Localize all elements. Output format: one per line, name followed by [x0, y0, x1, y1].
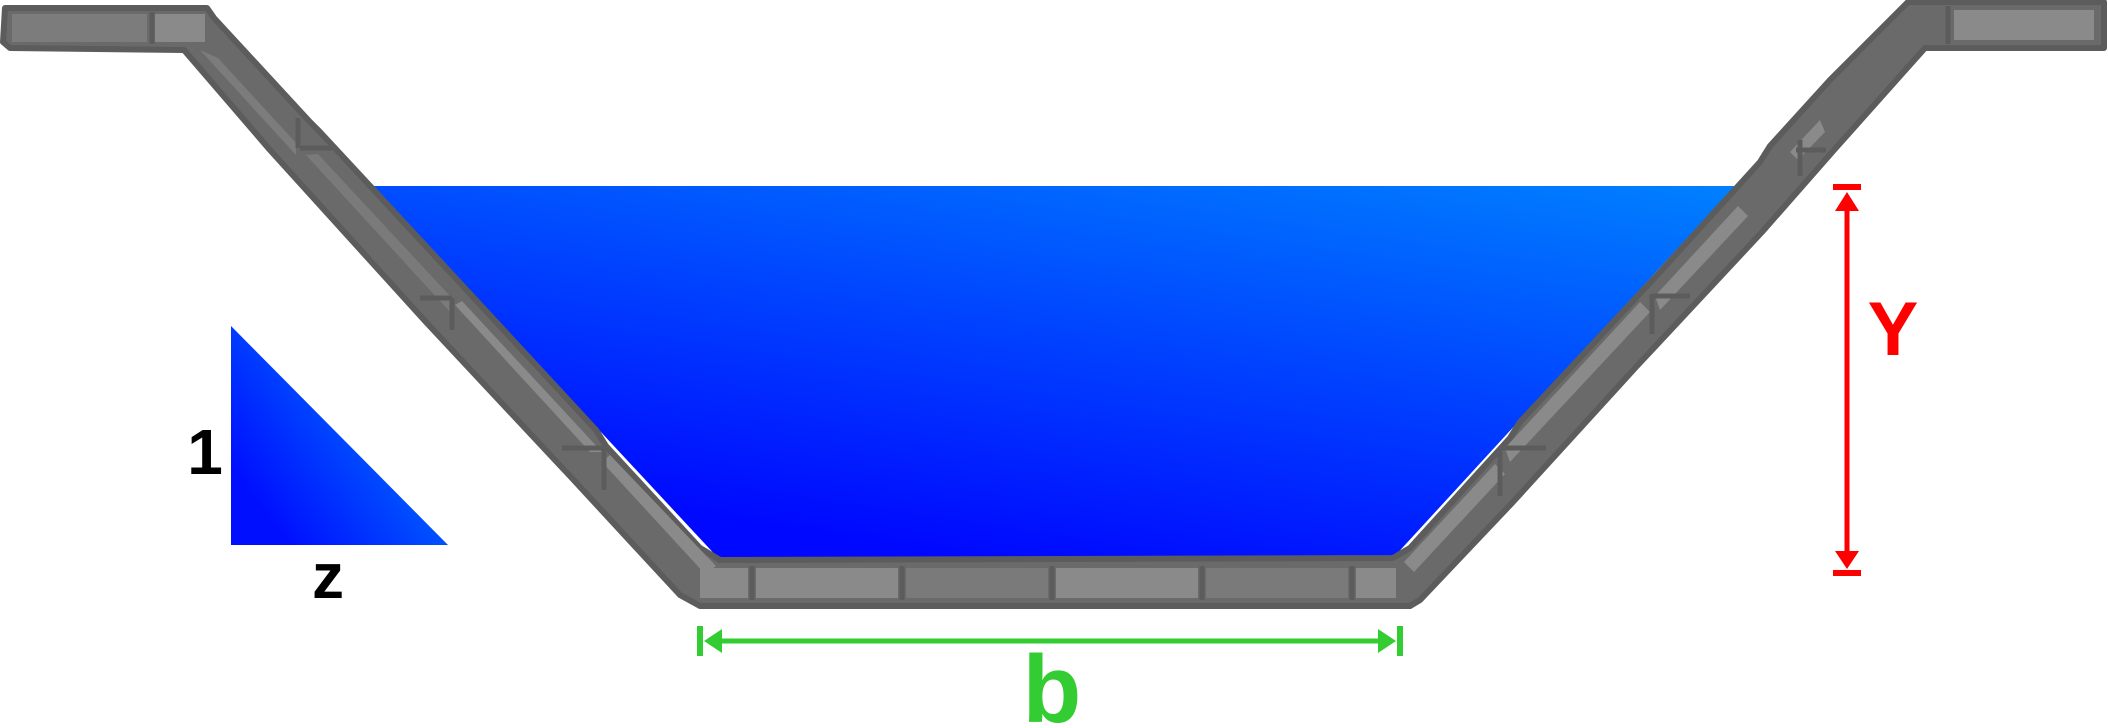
slope-triangle	[231, 326, 448, 545]
lining-panel	[700, 568, 748, 598]
lining-panel	[1056, 568, 1198, 598]
lining-panel	[1206, 568, 1348, 598]
slope-horizontal-label: z	[312, 540, 344, 612]
lining-panel	[1356, 568, 1396, 598]
lining-panel	[155, 14, 205, 42]
lining-panel	[455, 301, 602, 452]
depth-label: Y	[1868, 287, 1919, 372]
lining-panel	[306, 154, 450, 312]
water-body	[372, 186, 1735, 560]
lining-panel	[1505, 302, 1650, 462]
slope-vertical-label: 1	[187, 416, 223, 488]
lining-panel	[12, 14, 147, 42]
lining-panel	[1954, 10, 2094, 40]
lining-panel	[1655, 206, 1748, 310]
lining-panel	[200, 50, 296, 155]
lining-panel	[756, 568, 898, 598]
lining-panel	[602, 455, 716, 574]
bottom-width-label: b	[1023, 636, 1082, 728]
lining-panel	[1404, 464, 1505, 572]
lining-joints	[149, 6, 1951, 600]
lining-panel	[906, 568, 1048, 598]
depth-marker	[1833, 184, 1861, 576]
bottom-width-marker	[697, 626, 1403, 656]
